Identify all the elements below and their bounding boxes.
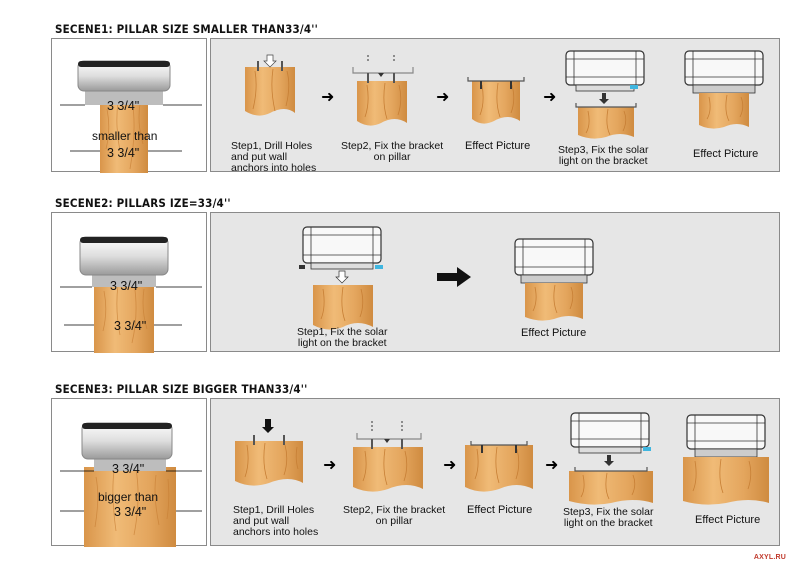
- pillar-with-light-illustration: [60, 422, 202, 547]
- scene-3-overview-panel: 3 3/4" bigger than 3 3/4": [51, 398, 207, 547]
- step-2-bracket-illustration: [352, 55, 414, 126]
- top-measurement: 3 3/4": [110, 279, 143, 293]
- pillar-with-light-illustration: [60, 236, 202, 353]
- top-measurement: 3 3/4": [112, 462, 145, 476]
- effect-1-illustration: [465, 441, 533, 492]
- effect-illustration: [514, 238, 594, 321]
- effect-1-label: Effect Picture: [467, 504, 533, 516]
- bottom-measurement: 3 3/4": [107, 146, 140, 160]
- top-measurement: 3 3/4": [107, 99, 140, 113]
- next-arrow-icon: ➜: [545, 457, 559, 474]
- next-arrow-icon: ➜: [443, 457, 457, 474]
- comparison-text: smaller than: [92, 129, 158, 143]
- next-arrow-icon: ➜: [323, 457, 337, 474]
- step-3-light-illustration: [565, 50, 645, 139]
- pillar-with-light-illustration: [60, 60, 202, 173]
- effect-2-illustration: [684, 50, 764, 129]
- large-arrow-icon: [437, 267, 471, 287]
- next-arrow-icon: ➜: [543, 89, 557, 106]
- comparison-text: bigger than: [98, 490, 159, 504]
- step-2-bracket-illustration: [353, 421, 423, 492]
- step-3-light-illustration: [569, 412, 653, 505]
- step-1-light-illustration: [299, 226, 383, 330]
- bottom-measurement: 3 3/4": [114, 505, 147, 519]
- step-1-drill-illustration: [235, 419, 303, 486]
- scene-2-title: SECENE2: PILLARS IZE=33/4'': [55, 196, 231, 210]
- effect-label: Effect Picture: [521, 327, 587, 339]
- bottom-measurement: 3 3/4": [114, 319, 147, 333]
- effect-1-label: Effect Picture: [465, 140, 531, 152]
- effect-2-label: Effect Picture: [693, 148, 759, 160]
- next-arrow-icon: ➜: [436, 89, 450, 106]
- effect-1-illustration: [467, 77, 525, 124]
- scene-2-overview-panel: 3 3/4" 3 3/4": [51, 212, 207, 353]
- effect-2-label: Effect Picture: [695, 514, 761, 526]
- scene-1-title: SECENE1: PILLAR SIZE SMALLER THAN33/4'': [55, 22, 318, 36]
- scene-1-overview-panel: 3 3/4" smaller than 3 3/4": [51, 38, 207, 173]
- next-arrow-icon: ➜: [321, 89, 335, 106]
- step-1-drill-illustration: [245, 54, 295, 116]
- scene-3-title: SECENE3: PILLAR SIZE BIGGER THAN33/4'': [55, 382, 308, 396]
- watermark: AXYL.RU: [753, 554, 786, 561]
- effect-2-illustration: [683, 414, 769, 505]
